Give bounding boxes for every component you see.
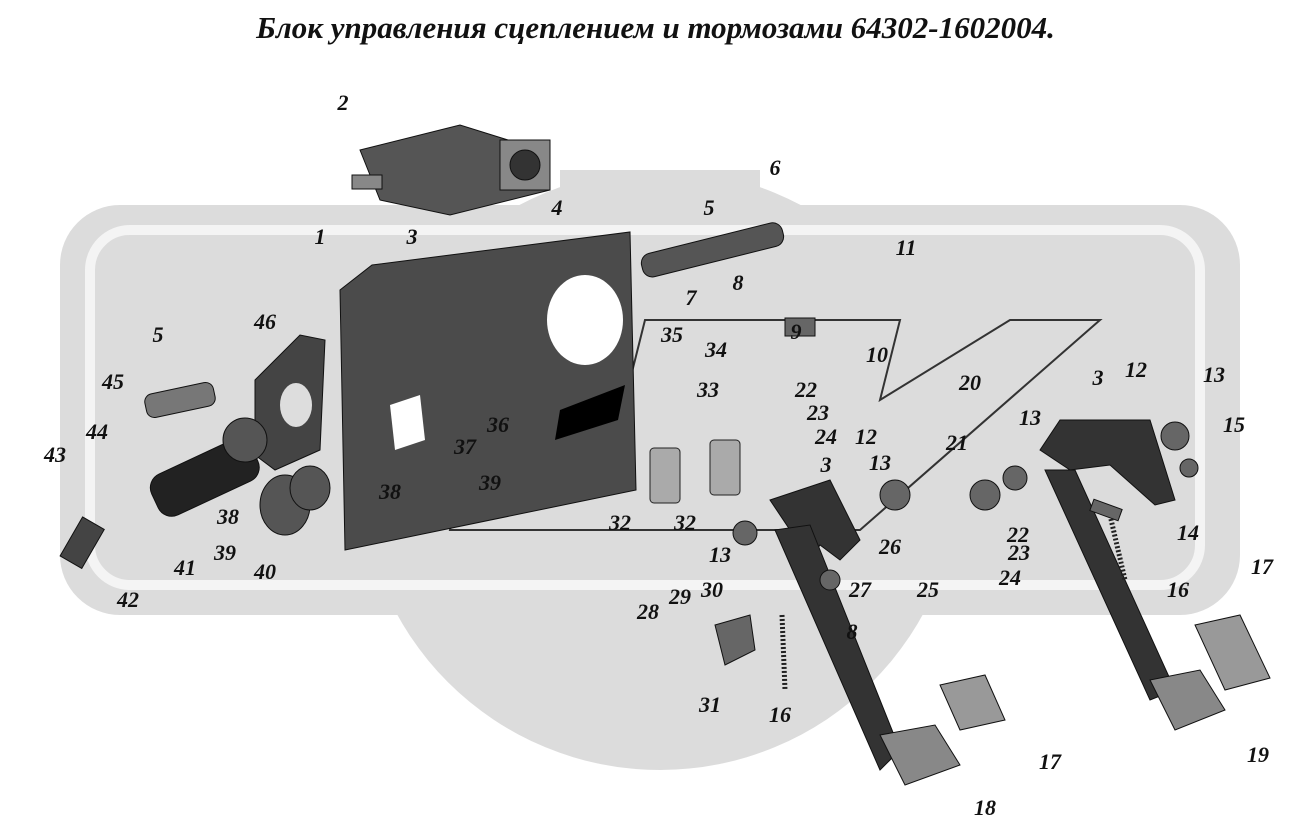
callout-38: 38	[379, 479, 401, 504]
part-pin-45	[144, 381, 216, 419]
callout-16b: 16	[769, 702, 791, 727]
callout-9: 9	[790, 319, 802, 344]
callout-8: 8	[732, 270, 744, 295]
callout-32: 32	[609, 510, 631, 535]
callout-25: 25	[917, 577, 939, 602]
part-pedal-pads	[939, 614, 1271, 731]
callout-21: 21	[946, 430, 968, 455]
callout-33: 33	[697, 377, 719, 402]
part-brake-valve	[351, 124, 551, 216]
callout-4: 4	[551, 195, 563, 220]
part-clutch-pedal	[769, 479, 961, 786]
part-master-cylinder	[149, 417, 268, 517]
callout-41: 41	[174, 555, 196, 580]
callout-46: 46	[254, 309, 276, 334]
callout-5b: 5	[152, 322, 164, 347]
callout-11: 11	[895, 235, 917, 260]
callout-10: 10	[866, 342, 888, 367]
callout-36: 36	[487, 412, 509, 437]
part-brake-pedal	[1039, 419, 1226, 731]
watermark-frame	[85, 225, 1205, 590]
callout-3b: 3	[820, 452, 832, 477]
callout-42: 42	[117, 587, 139, 612]
callout-3c: 3	[1092, 365, 1104, 390]
callout-14: 14	[1177, 520, 1199, 545]
callout-18: 18	[974, 795, 996, 820]
callout-5: 5	[703, 195, 715, 220]
callout-45: 45	[102, 369, 124, 394]
callout-24b: 24	[999, 565, 1021, 590]
diagram-title: Блок управления сцеплением и тормозами 6…	[256, 10, 1055, 45]
callout-16: 16	[1167, 577, 1189, 602]
callout-17: 17	[1251, 554, 1273, 579]
callout-40: 40	[254, 559, 276, 584]
callout-7: 7	[685, 285, 697, 310]
callout-35: 35	[661, 322, 683, 347]
callout-27: 27	[849, 577, 871, 602]
part-small-hardware	[714, 317, 1199, 666]
callout-13: 13	[1203, 362, 1225, 387]
part-fitting-42	[59, 516, 105, 570]
callout-12: 12	[1125, 357, 1147, 382]
callout-22b: 22	[1007, 522, 1029, 547]
callout-26: 26	[879, 534, 901, 559]
callout-37: 37	[454, 434, 476, 459]
callout-34: 34	[705, 337, 727, 362]
callout-23: 23	[807, 400, 829, 425]
part-mounting-plate	[339, 231, 637, 551]
callout-39b: 39	[214, 540, 236, 565]
callout-32b: 32	[674, 510, 696, 535]
callout-12b: 12	[855, 424, 877, 449]
callout-43: 43	[44, 442, 66, 467]
callout-23b: 23	[1008, 540, 1030, 565]
part-axle-6	[640, 222, 785, 278]
callout-28: 28	[637, 599, 659, 624]
callout-1: 1	[314, 224, 326, 249]
callout-13c: 13	[869, 450, 891, 475]
callout-13d: 13	[709, 542, 731, 567]
callout-44: 44	[86, 419, 108, 444]
callout-3: 3	[406, 224, 418, 249]
callout-22: 22	[795, 377, 817, 402]
callout-31: 31	[699, 692, 721, 717]
part-spacers-32	[649, 439, 741, 504]
callout-29: 29	[669, 584, 691, 609]
part-boot-40	[259, 465, 331, 536]
callout-8b: 8	[846, 619, 858, 644]
part-springs-16	[779, 514, 1128, 691]
callout-24: 24	[815, 424, 837, 449]
callout-39: 39	[479, 470, 501, 495]
callout-38b: 38	[217, 504, 239, 529]
callout-19: 19	[1247, 742, 1269, 767]
callout-6: 6	[769, 155, 781, 180]
callout-30: 30	[701, 577, 723, 602]
callout-20: 20	[959, 370, 981, 395]
callout-17b: 17	[1039, 749, 1061, 774]
callout-15: 15	[1223, 412, 1245, 437]
callout-2: 2	[337, 90, 349, 115]
callout-13b: 13	[1019, 405, 1041, 430]
